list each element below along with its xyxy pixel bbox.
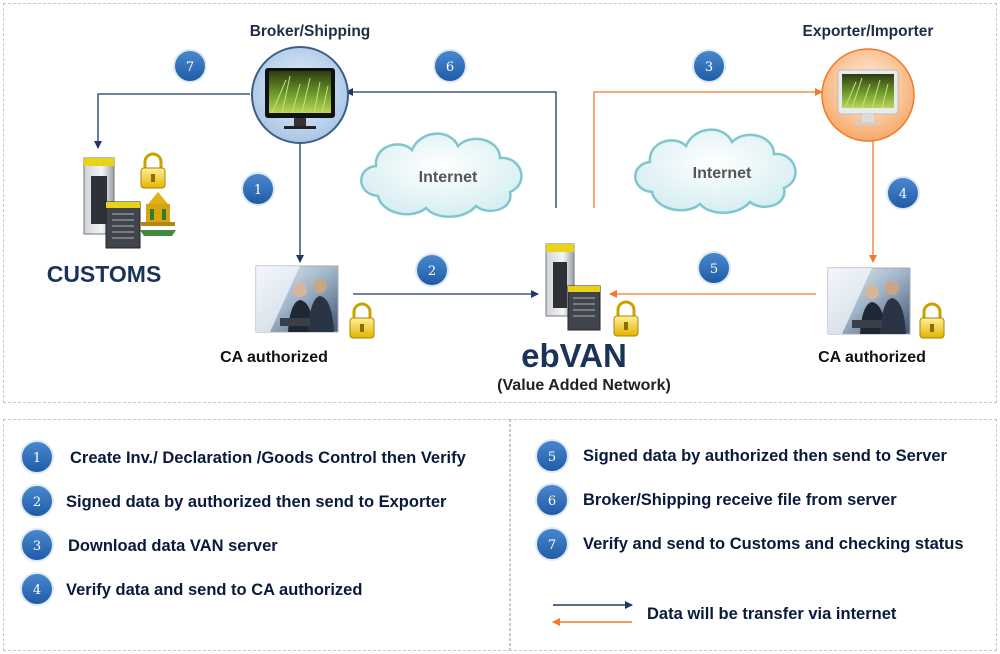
legend-step-5: 5 Signed data by authorized then send to… [535, 439, 948, 473]
svg-text:3: 3 [33, 539, 41, 554]
legend-step-7: 7 Verify and send to Customs and checkin… [535, 527, 964, 561]
ebvan-subtitle: (Value Added Network) [497, 377, 671, 394]
legend-step-text: Verify and send to Customs and checking … [583, 535, 964, 553]
legend-step-4: 4 Verify data and send to CA authorized [20, 572, 362, 606]
lock-icon [349, 302, 375, 339]
cloud-label-right: Internet [693, 165, 752, 182]
arrow-6-ebvan-to-broker [345, 88, 557, 208]
cloud-icon: Internet [634, 128, 797, 214]
customs-server-icon [83, 157, 141, 249]
diagram-panel [3, 3, 997, 403]
ebvan-label: ebVAN [521, 337, 627, 374]
ca-right-label: CA authorized [818, 349, 926, 366]
legend-step-3: 3 Download data VAN server [20, 528, 278, 562]
svg-text:5: 5 [710, 262, 718, 277]
legend-step-text: Signed data by authorized then send to E… [66, 493, 447, 511]
legend-step-text: Download data VAN server [68, 537, 278, 555]
step-badge-7: 7 [173, 49, 207, 83]
arrow-3-ebvan-to-exporter [593, 88, 823, 208]
legend-step-1: 1 Create Inv./ Declaration /Goods Contro… [20, 440, 467, 474]
arrow-7-broker-to-customs [94, 93, 250, 149]
legend-panel-left [3, 419, 511, 651]
customs-emblem-icon [140, 192, 176, 236]
broker-label: Broker/Shipping [250, 23, 371, 40]
lock-icon [613, 300, 639, 337]
svg-text:3: 3 [705, 60, 713, 75]
ca-authority-photo-icon [827, 267, 911, 335]
legend-step-text: Signed data by authorized then send to S… [583, 447, 948, 465]
lock-icon [919, 302, 945, 339]
svg-text:1: 1 [254, 183, 262, 198]
customs-label: CUSTOMS [47, 261, 162, 287]
cloud-label-left: Internet [419, 169, 478, 186]
step-badge-3: 3 [692, 49, 726, 83]
svg-text:7: 7 [548, 538, 556, 553]
legend-transfer-text: Data will be transfer via internet [647, 605, 897, 623]
svg-text:4: 4 [33, 583, 41, 598]
flow-arrows-blue [94, 88, 557, 298]
step-badge-2: 2 [415, 253, 449, 287]
svg-text:2: 2 [33, 495, 41, 510]
legend-step-6: 6 Broker/Shipping receive file from serv… [535, 483, 897, 517]
ca-authority-photo-icon [255, 265, 339, 333]
exporter-label: Exporter/Importer [803, 23, 934, 40]
legend-step-text: Broker/Shipping receive file from server [583, 491, 897, 509]
cloud-icon: Internet [360, 132, 523, 218]
ebvan-server-icon [545, 243, 601, 331]
exporter-computer-icon [821, 48, 915, 142]
svg-text:1: 1 [33, 451, 41, 466]
legend-step-text: Create Inv./ Declaration /Goods Control … [70, 449, 467, 467]
legend-step-text: Verify data and send to CA authorized [66, 581, 362, 599]
svg-text:6: 6 [548, 494, 556, 509]
legend-step-2: 2 Signed data by authorized then send to… [20, 484, 447, 518]
step-badge-4: 4 [886, 176, 920, 210]
svg-text:2: 2 [428, 264, 436, 279]
broker-computer-icon [251, 46, 349, 144]
ca-left-label: CA authorized [220, 349, 328, 366]
flow-arrows-orange [593, 88, 877, 298]
lock-icon [140, 152, 166, 189]
legend-transfer: Data will be transfer via internet [552, 601, 897, 626]
svg-text:6: 6 [446, 60, 454, 75]
svg-text:5: 5 [548, 450, 556, 465]
svg-text:7: 7 [186, 60, 194, 75]
svg-text:4: 4 [899, 187, 907, 202]
legend-panel-right [509, 419, 997, 651]
step-badge-6: 6 [433, 49, 467, 83]
step-badge-1: 1 [241, 172, 275, 206]
step-badge-5: 5 [697, 251, 731, 285]
